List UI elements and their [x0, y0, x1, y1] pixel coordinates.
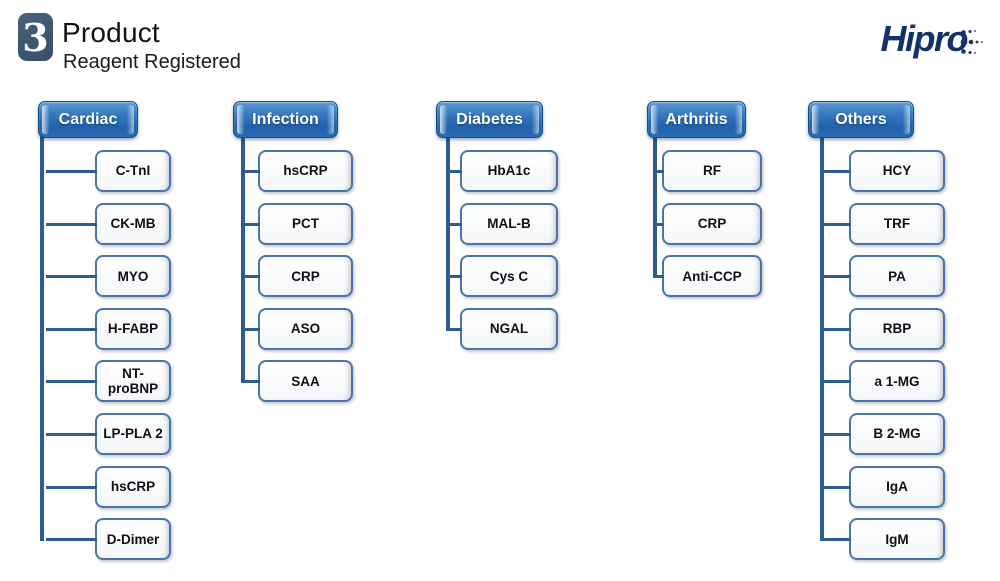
tree-connector-line [446, 135, 450, 331]
tree-node: Anti-CCP [655, 255, 762, 298]
tree-node: CK-MB [46, 202, 171, 245]
tree-node: CRP [245, 255, 353, 298]
hipro-logo-text: Hipro [880, 18, 969, 59]
tree-node: IgA [824, 465, 945, 508]
tree-node: SAA [245, 360, 353, 403]
tree-node: CRP [655, 202, 762, 245]
tree-node: hsCRP [245, 150, 353, 192]
tree-node: LP-PLA 2 [46, 413, 171, 455]
tree-node: MAL-B [450, 202, 558, 245]
category-header-diabetes: Diabetes [436, 101, 543, 138]
tree-node: NGAL [450, 307, 558, 350]
hipro-logo-dots-icon [960, 30, 983, 54]
tree-node: D-Dimer [46, 518, 171, 561]
tree-node: H-FABP [46, 307, 171, 350]
page-subtitle: Reagent Registered [63, 51, 241, 73]
slide-number-badge: 3 [18, 13, 53, 61]
tree-node: RBP [824, 307, 945, 350]
tree-node: NT-proBNP [46, 360, 171, 403]
category-header-arthritis: Arthritis [647, 101, 746, 138]
tree-node: PCT [245, 202, 353, 245]
tree-node: B 2-MG [824, 413, 945, 455]
tree-node: MYO [46, 255, 171, 298]
tree-node: IgM [824, 518, 945, 561]
category-header-infection: Infection [233, 101, 338, 138]
tree-node: a 1-MG [824, 360, 945, 403]
tree-node: Cys C [450, 255, 558, 298]
tree-node: hsCRP [46, 465, 171, 508]
tree-connector-line [40, 135, 44, 541]
tree-node: HbA1c [450, 150, 558, 192]
tree-node: C-TnI [46, 150, 171, 192]
tree-connector-line [653, 135, 657, 278]
tree-node: RF [655, 150, 762, 192]
tree-connector-line [241, 135, 245, 383]
tree-node: TRF [824, 202, 945, 245]
tree-node: PA [824, 255, 945, 298]
category-header-others: Others [808, 101, 914, 138]
tree-node: HCY [824, 150, 945, 192]
tree-node: ASO [245, 307, 353, 350]
hipro-logo: Hipro [881, 18, 989, 60]
category-header-cardiac: Cardiac [38, 101, 138, 138]
tree-connector-line [820, 135, 824, 541]
page-title: Product [62, 17, 160, 48]
